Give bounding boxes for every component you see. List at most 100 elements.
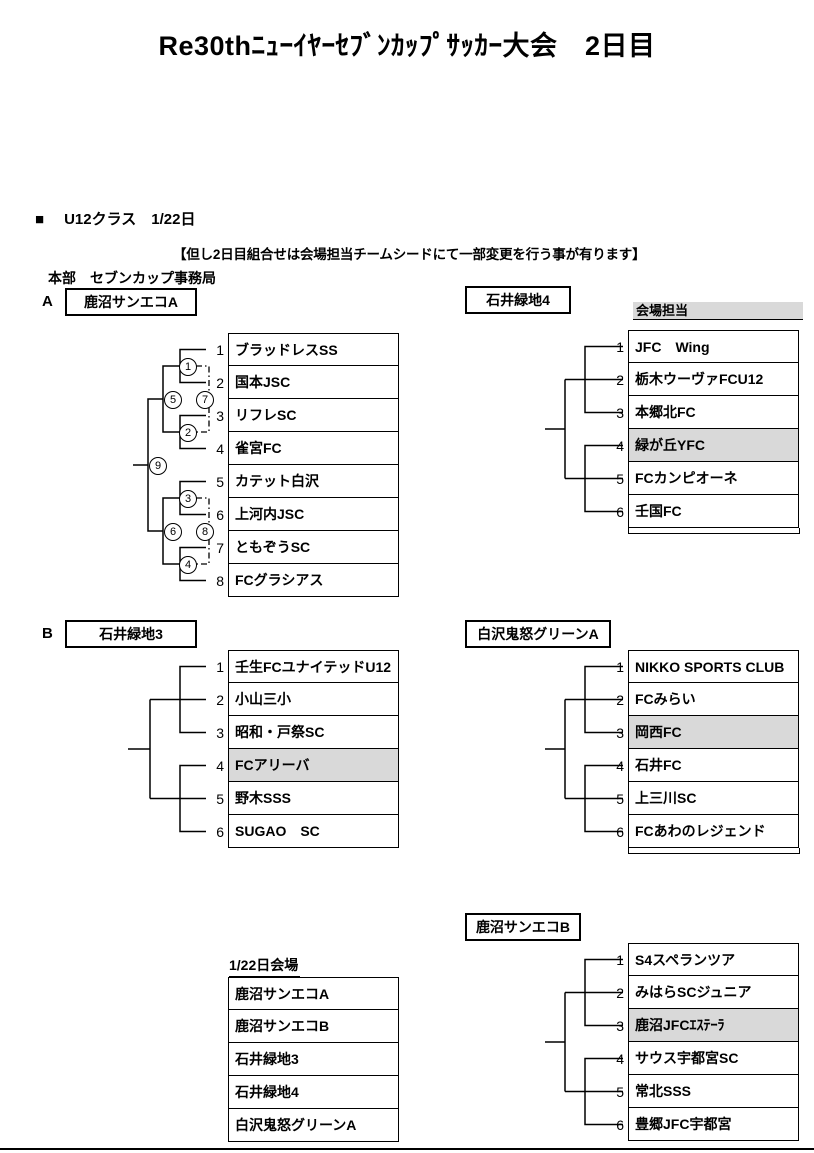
team-name: 栃木ウーヴァFCU12 [628, 363, 799, 396]
team-name: 岡西FC [628, 716, 799, 749]
venue-box-kanuma-suneco-a: 鹿沼サンエコA [65, 288, 197, 316]
page-bottom-rule [0, 1148, 814, 1150]
team-name: 上河内JSC [228, 498, 399, 531]
section-marker-square: ■ [35, 211, 45, 228]
team-number: 6 [616, 823, 624, 840]
team-name: 緑が丘YFC [628, 429, 799, 462]
venue-name: 石井緑地3 [228, 1043, 399, 1076]
team-number: 5 [216, 790, 224, 807]
team-name: 石井FC [628, 749, 799, 782]
team-number: 4 [216, 440, 224, 457]
team-number: 5 [616, 470, 624, 487]
tournament-note: 【但し2日目組合せは会場担当チームシードにて一部変更を行う事が有ります】 [173, 247, 646, 262]
venue-name: 鹿沼サンエコB [228, 1010, 399, 1043]
match-number-circle: 1 [179, 358, 197, 376]
team-number: 8 [216, 572, 224, 589]
venue-role-badge: 会場担当 [633, 302, 803, 320]
team-name: 上三川SC [628, 782, 799, 815]
venue-box-ishii-ryokuchi-3: 石井緑地3 [65, 620, 197, 648]
venue-list-title: 1/22日会場 [229, 955, 301, 977]
block-label-a: A [42, 293, 53, 310]
team-number: 1 [616, 951, 624, 968]
team-number: 6 [216, 506, 224, 523]
team-number: 6 [616, 503, 624, 520]
venue-name: 白沢鬼怒グリーンA [228, 1109, 399, 1142]
team-name: 豊郷JFC宇都宮 [628, 1108, 799, 1141]
team-number: 2 [616, 984, 624, 1001]
match-number-circle: 3 [179, 490, 197, 508]
team-number: 3 [216, 407, 224, 424]
team-number: 1 [216, 658, 224, 675]
team-number: 1 [616, 338, 624, 355]
table-tail-strip [628, 848, 800, 854]
team-name: サウス宇都宮SC [628, 1042, 799, 1075]
team-name: FCアリーバ [228, 749, 399, 782]
team-number: 6 [216, 823, 224, 840]
team-number: 5 [616, 1083, 624, 1100]
team-number: 7 [216, 539, 224, 556]
block-label-b: B [42, 625, 53, 642]
team-number: 5 [616, 790, 624, 807]
team-name: FCカンピオーネ [628, 462, 799, 495]
team-number: 5 [216, 473, 224, 490]
venue-list-table: 鹿沼サンエコA 鹿沼サンエコB 石井緑地3 石井緑地4 白沢鬼怒グリーンA [228, 977, 399, 1142]
hq-label: 本部 セブンカップ事務局 [48, 270, 216, 286]
team-name: FCみらい [628, 683, 799, 716]
team-number: 6 [616, 1116, 624, 1133]
section-header-label: U12クラス 1/22日 [64, 211, 196, 228]
team-number: 4 [616, 437, 624, 454]
team-number: 4 [216, 757, 224, 774]
team-name: ブラッドレスSS [228, 333, 399, 366]
venue-name: 鹿沼サンエコA [228, 977, 399, 1010]
team-name: 国本JSC [228, 366, 399, 399]
team-number: 2 [216, 374, 224, 391]
team-name: 壬生FCユナイテッドU12 [228, 650, 399, 683]
match-number-circle: 8 [196, 523, 214, 541]
team-name: SUGAO SC [228, 815, 399, 848]
venue-name: 石井緑地4 [228, 1076, 399, 1109]
section-header: ■ U12クラス 1/22日 [35, 208, 195, 229]
team-name: 雀宮FC [228, 432, 399, 465]
team-name: 鹿沼JFCｴｽﾃｰﾗ [628, 1009, 799, 1042]
team-name: カテット白沢 [228, 465, 399, 498]
team-name: 常北SSS [628, 1075, 799, 1108]
team-number: 4 [616, 1050, 624, 1067]
venue-box-kanuma-suneco-b: 鹿沼サンエコB [465, 913, 581, 941]
team-number: 4 [616, 757, 624, 774]
team-name: JFC Wing [628, 330, 799, 363]
team-number: 1 [216, 341, 224, 358]
team-number: 3 [616, 724, 624, 741]
match-number-circle: 7 [196, 391, 214, 409]
team-name: NIKKO SPORTS CLUB [628, 650, 799, 683]
match-number-circle: 5 [164, 391, 182, 409]
team-name: 小山三小 [228, 683, 399, 716]
